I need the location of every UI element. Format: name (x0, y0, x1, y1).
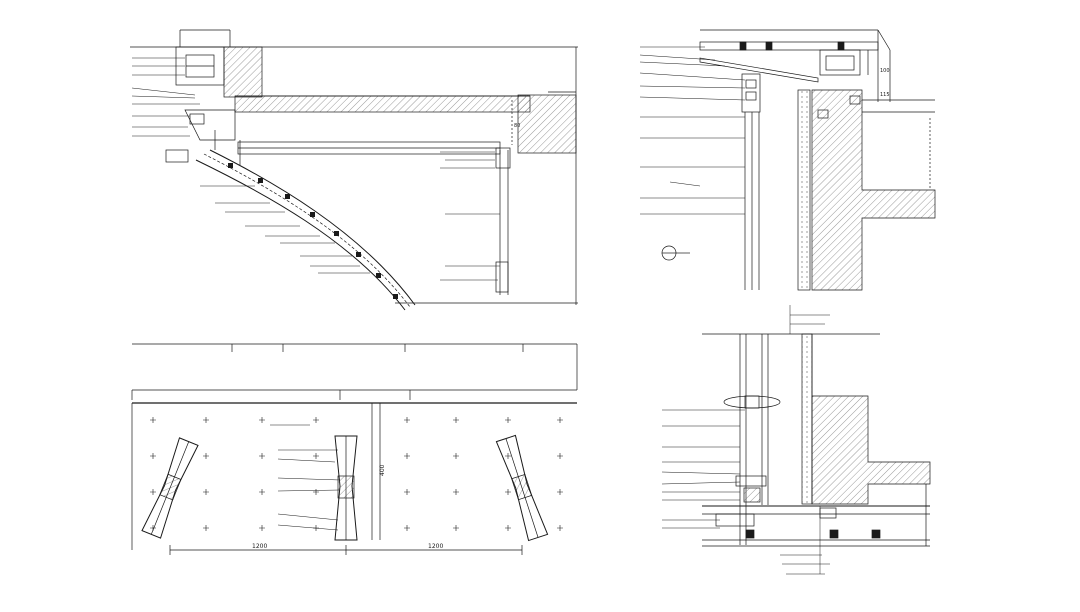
dim-label-top-left: 80 (514, 123, 520, 129)
leaders-top-right (639, 46, 746, 215)
leaders-bottom-right (661, 305, 830, 575)
leaders-top-left (131, 57, 500, 281)
leaders-bottom-left (270, 424, 341, 531)
dim-label-plan-width-right: 1200 (428, 543, 443, 550)
fin-center (334, 435, 358, 541)
dim-label-plan-width-left: 1200 (252, 543, 267, 550)
arc-mullions (228, 163, 398, 299)
stone-joint-grid (150, 417, 563, 531)
detail-bottom-right (661, 305, 931, 575)
detail-top-right: 100 115 (639, 29, 936, 291)
fin-left (141, 437, 199, 539)
dim-label-top-right-b: 115 (880, 92, 890, 98)
dim-label-plan-height: 400 (379, 464, 386, 476)
section-mark-symbol (661, 245, 690, 261)
detail-bottom-left: 400 1200 1200 (131, 343, 578, 555)
dim-label-top-right-a: 100 (880, 68, 890, 74)
detail-top-left: 80 (130, 29, 578, 311)
fin-right (495, 434, 549, 542)
